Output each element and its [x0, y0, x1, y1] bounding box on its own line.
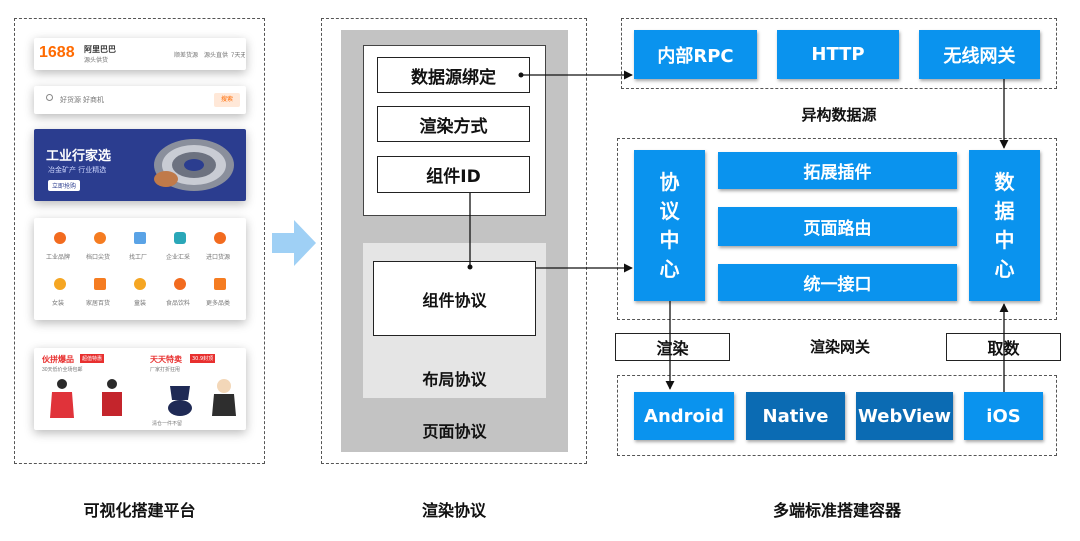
extension-plugin-block: 拓展插件: [718, 152, 957, 189]
promo-item-caption: 清仓一件不留: [152, 421, 183, 427]
search-input[interactable]: 好货源 好商机: [60, 97, 104, 104]
render-mode-box: 渲染方式: [377, 106, 530, 142]
protocol-center-char: 心: [659, 256, 680, 281]
category-icon[interactable]: [134, 278, 146, 290]
clients-frame: [617, 375, 1057, 456]
client-webview: WebView: [856, 392, 953, 440]
category-label: 进口货源: [206, 255, 231, 261]
data-center-char: 心: [994, 256, 1015, 281]
datasource-label: 异构数据源: [801, 106, 877, 124]
promo-right-title: 天天特卖: [150, 355, 182, 364]
data-center-char: 数: [994, 169, 1015, 194]
promo-left-title: 伙拼爆品: [42, 355, 74, 364]
promo-card: 伙拼爆品 超值特惠 30天低价全场包邮 天天特卖 30.9封顶 厂家打折狂甩 清…: [34, 348, 246, 430]
visual-platform-frame: [14, 18, 265, 464]
client-android: Android: [634, 392, 734, 440]
middle-caption: 渲染协议: [421, 501, 486, 520]
app-header-card: 1688 阿里巴巴 源头供货 顺差货源 源头直供 7天无理: [34, 38, 246, 70]
category-icon[interactable]: [94, 278, 106, 290]
protocol-center-char: 协: [659, 169, 680, 194]
brand-sub: 源头供货: [84, 58, 109, 64]
category-label: 食品饮料: [166, 301, 191, 307]
source-internal-rpc: 内部RPC: [634, 30, 757, 79]
data-center-char: 中: [994, 227, 1015, 252]
category-icon[interactable]: [174, 278, 186, 290]
gateway-label: 渲染网关: [809, 338, 870, 356]
source-http: HTTP: [777, 30, 899, 79]
header-tag: 源头直供: [204, 53, 229, 59]
component-id-box: 组件ID: [377, 156, 530, 193]
product-images: [50, 379, 236, 418]
promo-right-sub: 厂家打折狂甩: [150, 367, 181, 373]
gateway-frame: [617, 138, 1057, 320]
page-routing-block: 页面路由: [718, 207, 957, 246]
category-icon[interactable]: [94, 232, 106, 244]
right-caption: 多端标准搭建容器: [772, 501, 901, 520]
promo-left-tag: 超值特惠: [80, 354, 105, 363]
source-wireless-gateway: 无线网关: [919, 30, 1040, 79]
client-native: Native: [746, 392, 845, 440]
category-icon[interactable]: [54, 278, 66, 290]
brand-name: 阿里巴巴: [84, 45, 116, 54]
render-label-box: 渲染: [615, 333, 730, 361]
category-label: 企业汇采: [166, 255, 191, 261]
header-tag: 7天无理: [231, 53, 245, 59]
promo-left-sub: 30天低价全场包邮: [42, 367, 83, 373]
layout-protocol-label: 布局协议: [422, 370, 487, 389]
search-card: 好货源 好商机 搜索: [34, 86, 246, 114]
data-center-char: 据: [994, 198, 1015, 223]
category-label: 女装: [52, 301, 65, 307]
data-center: 数 据 中 心: [969, 150, 1040, 301]
render-protocol-frame: [321, 18, 587, 464]
protocol-center-char: 中: [659, 227, 680, 252]
client-ios: iOS: [964, 392, 1043, 440]
brand-logo: 1688: [39, 44, 75, 61]
search-icon: [46, 94, 53, 101]
category-icon[interactable]: [54, 232, 66, 244]
category-grid-card: 工业品牌 档口尖货 找工厂 企业汇采 进口货源 女装 家居百货 童装 食品饮料 …: [34, 218, 246, 320]
datasource-binding-box: 数据源绑定: [377, 57, 530, 93]
category-icon[interactable]: [214, 278, 226, 290]
category-label: 童装: [134, 301, 147, 307]
component-protocol-box: 组件协议: [373, 261, 536, 336]
left-caption: 可视化搭建平台: [83, 501, 196, 520]
header-tag: 顺差货源: [174, 53, 199, 59]
banner-title: 工业行家选: [46, 149, 112, 164]
banner-card: 工业行家选 冶金矿产 行业精选 立即抢购: [34, 129, 246, 201]
protocol-center-char: 议: [659, 198, 680, 223]
category-label: 更多品类: [206, 301, 231, 307]
banner-sub: 冶金矿产 行业精选: [48, 166, 107, 174]
flow-arrow-icon: [272, 220, 316, 266]
search-button[interactable]: 搜索: [214, 93, 240, 107]
category-label: 档口尖货: [86, 255, 111, 261]
category-icon[interactable]: [174, 232, 186, 244]
category-icon[interactable]: [134, 232, 146, 244]
datasource-frame: [621, 18, 1057, 89]
banner-button[interactable]: 立即抢购: [48, 180, 81, 191]
page-protocol-label: 页面协议: [422, 422, 487, 441]
promo-right-tag: 30.9封顶: [190, 354, 216, 363]
protocol-center: 协 议 中 心: [634, 150, 705, 301]
metal-coil-image: [154, 139, 234, 191]
category-icon[interactable]: [214, 232, 226, 244]
category-label: 家居百货: [86, 301, 111, 307]
category-label: 工业品牌: [46, 255, 71, 261]
category-label: 找工厂: [129, 255, 148, 261]
unified-interface-block: 统一接口: [718, 264, 957, 301]
